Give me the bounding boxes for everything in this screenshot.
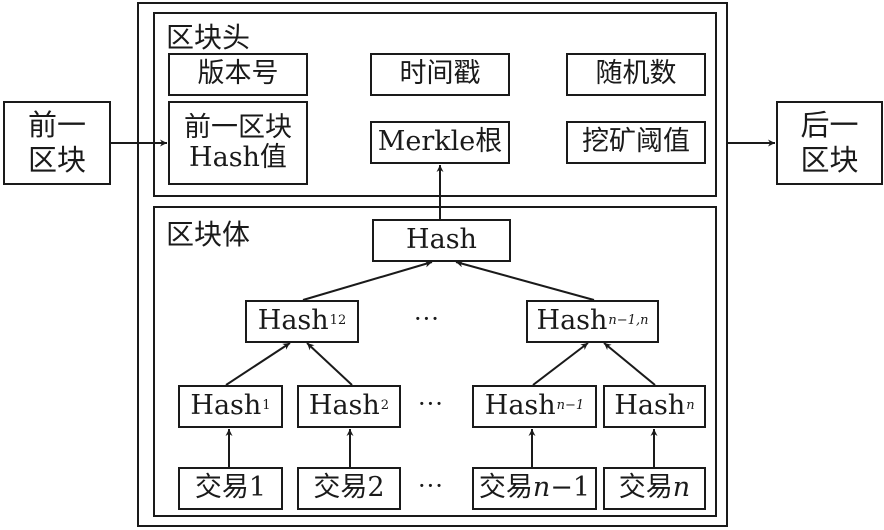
next-block: 后一 区块 bbox=[776, 101, 883, 185]
root-hash-node: Hash bbox=[372, 219, 511, 262]
merkle-root-field: Merkle根 bbox=[370, 121, 510, 164]
hash-12-sub: 12 bbox=[329, 313, 347, 329]
transaction-n-var: n bbox=[672, 472, 691, 504]
hash-1-base: Hash bbox=[190, 390, 262, 422]
block-body-frame bbox=[153, 206, 717, 517]
nonce-field: 随机数 bbox=[566, 53, 706, 96]
transaction-n-1-var: n bbox=[532, 472, 551, 504]
block-header-label: 区块头 bbox=[166, 21, 251, 54]
arrow-hash1-to-hash12 bbox=[225, 342, 291, 386]
version-field: 版本号 bbox=[168, 53, 308, 96]
next-block-line2: 区块 bbox=[800, 143, 859, 177]
timestamp-field: 时间戳 bbox=[370, 53, 510, 96]
hash-n-sub: n bbox=[686, 398, 695, 414]
block-body-label: 区块体 bbox=[166, 218, 251, 251]
hash-n-1-sub: n−1 bbox=[556, 398, 585, 414]
hash-2-base: Hash bbox=[308, 390, 380, 422]
arrow-hash12-to-root bbox=[302, 260, 433, 301]
previous-block-line2: 区块 bbox=[27, 143, 86, 177]
next-block-line1: 后一 bbox=[800, 108, 859, 143]
arrow-hashn-1-to-hashn1n bbox=[532, 342, 589, 386]
prev-hash-line1: 前一区块 bbox=[184, 111, 292, 143]
ellipsis-transactions: ··· bbox=[418, 472, 444, 500]
prev-hash-line2: Hash值 bbox=[189, 142, 287, 173]
hash-1-sub: 1 bbox=[262, 398, 271, 414]
ellipsis-level1: ··· bbox=[414, 305, 440, 333]
transaction-1-suffix: 1 bbox=[248, 472, 267, 504]
prev-hash-field: 前一区块 Hash值 bbox=[168, 101, 308, 185]
arrow-hashn1n-to-root bbox=[455, 260, 595, 301]
difficulty-field: 挖矿阈值 bbox=[566, 121, 706, 164]
arrow-hashn-to-hashn1n bbox=[603, 342, 656, 386]
hash-12-base: Hash bbox=[257, 305, 329, 337]
previous-block: 前一 区块 bbox=[3, 101, 111, 185]
arrow-hash2-to-hash12 bbox=[306, 342, 353, 386]
transaction-2-prefix: 交易 bbox=[313, 472, 368, 504]
transaction-2-suffix: 2 bbox=[367, 472, 385, 504]
hash-n-1-n-base: Hash bbox=[536, 305, 608, 337]
transaction-n-1-prefix: 交易 bbox=[478, 472, 533, 504]
hash-n-1-base: Hash bbox=[484, 390, 556, 422]
hash-2-sub: 2 bbox=[380, 398, 390, 414]
previous-block-line1: 前一 bbox=[27, 108, 86, 143]
block-header-frame bbox=[153, 12, 717, 197]
transaction-n-1-suffix: −1 bbox=[550, 472, 591, 504]
ellipsis-leaf-hashes: ··· bbox=[418, 390, 444, 418]
block-frame bbox=[137, 2, 728, 527]
hash-n-1-n-sub: n−1,n bbox=[608, 313, 649, 329]
transaction-1-prefix: 交易 bbox=[194, 472, 249, 504]
transaction-n-prefix: 交易 bbox=[618, 472, 673, 504]
hash-n-base: Hash bbox=[614, 390, 686, 422]
